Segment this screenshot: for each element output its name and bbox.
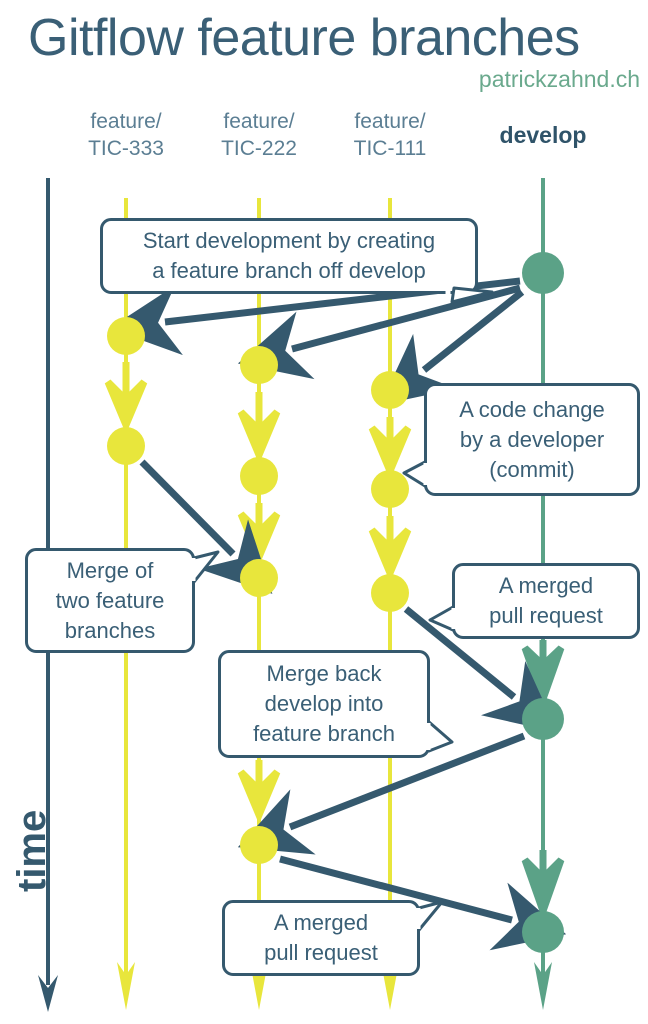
callout-code-change: A code change by a developer (commit) bbox=[424, 383, 640, 496]
develop-node bbox=[522, 252, 564, 294]
commit-node bbox=[240, 826, 278, 864]
callout-merge-back-develop: Merge back develop into feature branch bbox=[218, 650, 430, 758]
merge-arrow-develop-to-tic222-back bbox=[237, 732, 526, 855]
commit-node bbox=[107, 317, 145, 355]
time-axis-label: time bbox=[10, 809, 54, 892]
commit-node bbox=[240, 457, 278, 495]
merge-arrow-tic222-to-develop bbox=[279, 855, 567, 951]
callout-merged-pull-request-2: A merged pull request bbox=[222, 900, 420, 976]
commit-node bbox=[371, 470, 409, 508]
commit-node bbox=[371, 574, 409, 612]
commit-flow-tic333 bbox=[104, 362, 148, 435]
branch-header-tic222: feature/ TIC-222 bbox=[221, 110, 297, 160]
commit-node bbox=[240, 346, 278, 384]
site-attribution: patrickzahnd.ch bbox=[478, 66, 640, 92]
page-title: Gitflow feature branches bbox=[28, 9, 580, 67]
develop-node bbox=[522, 911, 564, 953]
commit-nodes bbox=[107, 252, 564, 953]
merge-arrow-develop-to-tic222 bbox=[237, 284, 521, 380]
merge-arrow-tic333-to-tic222 bbox=[139, 459, 273, 594]
callout-merged-pull-request-1: A merged pull request bbox=[452, 563, 640, 639]
commit-node bbox=[107, 427, 145, 465]
merge-arrow-tic111-to-develop bbox=[403, 606, 558, 733]
commit-flow-tic111 bbox=[368, 417, 412, 583]
branch-header-tic333: feature/ TIC-333 bbox=[88, 110, 164, 160]
branch-header-tic111: feature/ TIC-111 bbox=[353, 110, 427, 160]
commit-node bbox=[240, 559, 278, 597]
branch-header-develop: develop bbox=[499, 122, 587, 148]
callout-merge-two-branches: Merge of two feature branches bbox=[25, 548, 195, 653]
develop-node bbox=[522, 698, 564, 740]
merge-arrow-develop-to-tic111 bbox=[380, 289, 525, 405]
commit-node bbox=[371, 371, 409, 409]
callout-start-development: Start development by creating a feature … bbox=[100, 218, 478, 294]
